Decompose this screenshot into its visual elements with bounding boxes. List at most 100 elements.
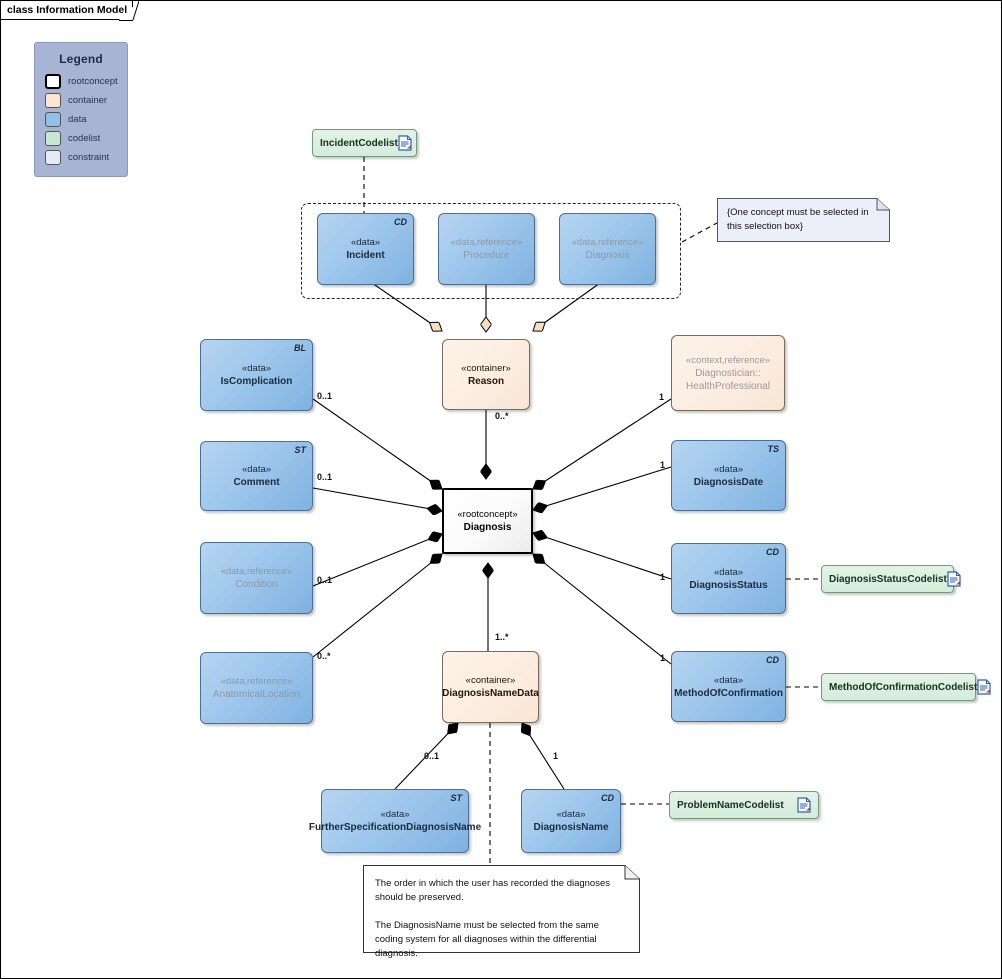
legend-swatch-rootconcept (45, 74, 61, 89)
note-selection-constraint: {One concept must be selected in this se… (717, 198, 890, 242)
legend-panel: Legend rootconcept container data codeli… (34, 42, 128, 177)
legend-item-codelist: codelist (45, 129, 127, 148)
node-type-code: CD (394, 217, 407, 227)
node-label: IsComplication (220, 376, 293, 387)
node-incident[interactable]: CD «data» Incident (317, 213, 414, 285)
mult-anatomicallocation: 0..* (317, 651, 331, 661)
link-diagnosisref-reason (533, 282, 601, 331)
node-diagnosisstatus-codelist[interactable]: DiagnosisStatusCodelist (821, 565, 961, 593)
mult-diagnosisname: 1 (553, 751, 559, 761)
node-stereotype: «data» (241, 363, 272, 374)
link-comment-diagnosis (312, 487, 442, 511)
node-stereotype: «data» (713, 463, 744, 475)
node-label: Diagnosis (463, 522, 512, 533)
node-diagnosisnamedata[interactable]: «container» DiagnosisNameData (442, 651, 539, 723)
node-type-code: CD (766, 547, 779, 557)
mult-diagnostician: 1 (659, 392, 665, 402)
link-selectionbox-note (681, 222, 718, 243)
link-iscomplication-diagnosis (312, 398, 442, 489)
node-type-code: ST (294, 445, 306, 455)
node-diagnosis-rootconcept[interactable]: «rootconcept» Diagnosis (442, 488, 533, 554)
node-diagnosisdate[interactable]: TS «data» DiagnosisDate (671, 440, 786, 511)
node-label: MethodOfConfirmationCodelist (829, 681, 978, 693)
node-iscomplication[interactable]: BL «data» IsComplication (200, 339, 313, 411)
node-stereotype: «data» (713, 566, 744, 578)
link-methodofconfirmation-diagnosis (533, 554, 672, 665)
legend-label-data: data (68, 114, 87, 125)
legend-label-container: container (68, 95, 108, 106)
node-incident-codelist[interactable]: IncidentCodelist (312, 129, 417, 157)
node-methodofconfirmation[interactable]: CD «data» MethodOfConfirmation (671, 651, 786, 722)
note-ordering: The order in which the user has recorded… (363, 865, 640, 959)
node-methodofconfirmation-codelist[interactable]: MethodOfConfirmationCodelist (821, 673, 991, 701)
node-diagnosis-reference[interactable]: «data,reference» Diagnosis (559, 213, 656, 285)
node-furtherspecificationdiagnosisname[interactable]: ST «data» FurtherSpecificationDiagnosisN… (309, 789, 481, 853)
node-label: DiagnosisDate (693, 476, 764, 488)
mult-comment: 0..1 (317, 472, 333, 482)
note-text: {One concept must be selected in this se… (727, 207, 869, 232)
node-diagnosisname[interactable]: CD «data» DiagnosisName (521, 789, 621, 853)
node-type-code: ST (450, 793, 462, 803)
document-icon (947, 571, 961, 587)
mult-condition: 0..1 (317, 575, 333, 585)
mult-furtherspec: 0..1 (424, 751, 440, 761)
selection-box (301, 203, 681, 299)
node-label: Diagnosis (585, 250, 630, 261)
node-stereotype: «data» (380, 809, 410, 820)
node-reason[interactable]: «container» Reason (442, 339, 530, 410)
legend-swatch-codelist (45, 131, 61, 146)
legend-swatch-container (45, 93, 61, 108)
legend-swatch-data (45, 112, 61, 127)
legend-title: Legend (59, 52, 103, 66)
node-label: MethodOfConfirmation (674, 687, 783, 699)
legend-item-container: container (45, 91, 127, 110)
node-type-code: BL (294, 343, 306, 353)
node-label: DiagnosisStatusCodelist (829, 573, 947, 585)
node-label: Condition (235, 579, 278, 590)
mult-diagnosisstatus: 1 (660, 572, 666, 582)
node-stereotype: «context,reference» (686, 354, 770, 366)
node-label: IncidentCodelist (320, 137, 398, 149)
node-label: DiagnosisNameData (442, 688, 539, 699)
node-comment[interactable]: ST «data» Comment (200, 441, 313, 511)
link-diagnosisname-diagnosisnamedata (522, 723, 565, 790)
node-label: DiagnosisStatus (689, 579, 768, 591)
node-label: Comment (233, 477, 280, 488)
link-diagnostician-diagnosis (533, 398, 672, 489)
link-diagnosisstatus-diagnosis (533, 533, 672, 580)
node-problemname-codelist[interactable]: ProblemNameCodelist (669, 791, 819, 819)
node-procedure[interactable]: «data,reference» Procedure (438, 213, 535, 285)
document-icon (797, 797, 811, 813)
node-stereotype: «data,reference» (220, 676, 293, 687)
node-condition[interactable]: «data,reference» Condition (200, 542, 313, 614)
node-stereotype: «data» (350, 237, 381, 248)
mult-iscomplication: 0..1 (317, 391, 333, 401)
node-label: Incident (346, 250, 385, 261)
frame-tab-corner (119, 1, 139, 21)
node-diagnostician-healthprofessional[interactable]: «context,reference» Diagnostician:: Heal… (671, 335, 785, 411)
node-stereotype: «data» (713, 674, 744, 686)
mult-diagnosisnamedata: 1..* (495, 632, 509, 642)
node-diagnosisstatus[interactable]: CD «data» DiagnosisStatus (671, 543, 786, 614)
node-label-second-line: HealthProfessional (686, 380, 770, 392)
legend-item-data: data (45, 110, 127, 129)
node-stereotype: «container» (461, 362, 511, 374)
node-label: AnatomicalLocation (212, 689, 301, 700)
node-label: Diagnostician:: (695, 367, 761, 379)
link-diagnosisdate-diagnosis (533, 466, 672, 510)
node-type-code: CD (601, 793, 614, 803)
node-label: FurtherSpecificationDiagnosisName (308, 822, 482, 833)
link-anatomicallocation-diagnosis (312, 554, 442, 658)
legend-item-constraint: constraint (45, 148, 127, 167)
node-stereotype: «data» (241, 464, 272, 475)
note-text: The order in which the user has recorded… (375, 878, 610, 959)
legend-label-constraint: constraint (68, 152, 110, 163)
node-type-code: CD (766, 655, 779, 665)
legend-label-rootconcept: rootconcept (68, 76, 118, 87)
legend-items: rootconcept container data codelist cons… (35, 72, 127, 167)
node-anatomicallocation[interactable]: «data,reference» AnatomicalLocation (200, 652, 313, 724)
mult-methodofconfirmation: 1 (660, 653, 666, 663)
node-label: DiagnosisName (533, 822, 609, 833)
